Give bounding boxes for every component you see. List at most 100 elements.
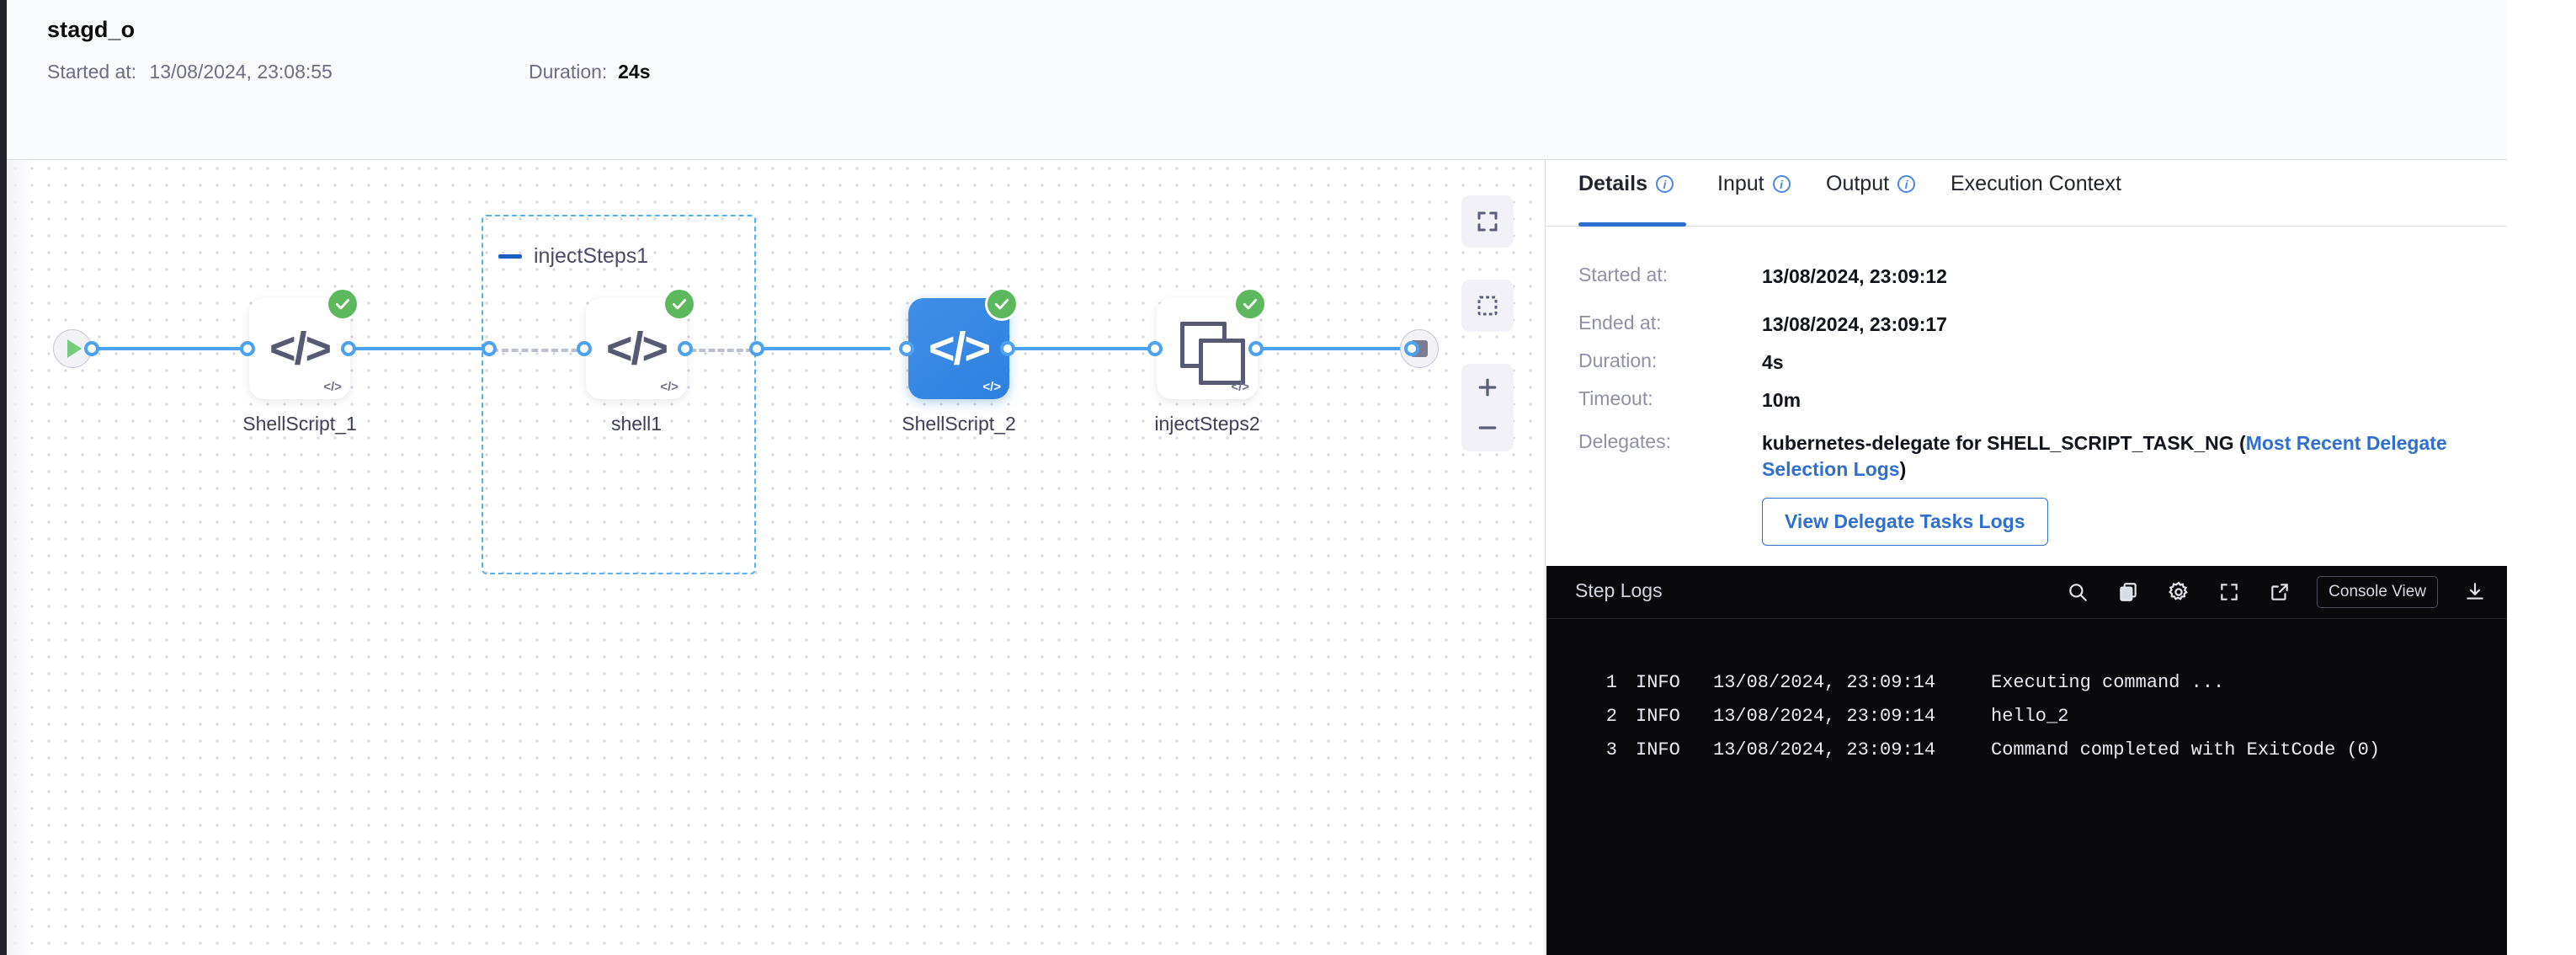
delegates-suffix: ) <box>1899 458 1907 481</box>
step-node-shell1[interactable]: </> </> <box>586 290 694 399</box>
detail-value: 13/08/2024, 23:09:17 <box>1762 313 1947 335</box>
edge-group-out-dashed <box>680 349 753 352</box>
step-logs-panel: Step Logs <box>1546 566 2507 955</box>
step-group-injectsteps1[interactable] <box>482 215 756 574</box>
step-node-injectsteps2[interactable]: </> <box>1157 290 1264 399</box>
info-icon[interactable]: i <box>1772 175 1791 193</box>
detail-label: Ended at: <box>1578 312 1662 333</box>
info-icon[interactable]: i <box>1897 175 1916 193</box>
collapse-icon[interactable] <box>498 254 522 259</box>
port-end-in[interactable] <box>1404 341 1419 356</box>
log-level: INFO <box>1636 672 1680 693</box>
detail-label: Duration: <box>1578 349 1658 371</box>
zoom-in-button[interactable] <box>1462 367 1513 408</box>
port-injectsteps2-in[interactable] <box>1147 341 1163 356</box>
step-label-shell1: shell1 <box>610 413 663 435</box>
port-shell1-out[interactable] <box>678 341 693 356</box>
port-shell1-in[interactable] <box>577 341 592 356</box>
step-node-shellscript-2[interactable]: </> </> <box>908 290 1016 399</box>
port-shellscript1-in[interactable] <box>240 341 255 356</box>
detail-row-started-at: Started at: 13/08/2024, 23:09:12 <box>1578 264 2473 290</box>
detail-value: 10m <box>1762 389 1802 411</box>
log-level: INFO <box>1636 706 1680 727</box>
log-level: INFO <box>1636 739 1680 760</box>
code-icon: </> <box>928 323 991 374</box>
gear-icon[interactable] <box>2165 579 2192 606</box>
log-output[interactable]: 1 INFO 13/08/2024, 23:09:14 Executing co… <box>1546 619 2507 767</box>
copy-icon[interactable] <box>2115 579 2142 606</box>
edge-group-in-dashed <box>492 349 618 352</box>
external-link-icon[interactable] <box>2266 579 2293 606</box>
search-icon[interactable] <box>2064 579 2091 606</box>
tab-details[interactable]: Details i <box>1578 172 1674 196</box>
step-label-shellscript-2: ShellScript_2 <box>902 413 1016 435</box>
zoom-out-button[interactable] <box>1462 408 1513 448</box>
code-icon: </> <box>269 323 332 374</box>
step-logs-toolbar: Step Logs <box>1546 566 2507 619</box>
tab-details-label: Details <box>1578 172 1647 195</box>
duplicate-squares-icon <box>1157 298 1258 399</box>
detail-label: Delegates: <box>1578 430 1671 452</box>
minus-icon <box>1478 426 1497 429</box>
marquee-select-button[interactable] <box>1461 280 1514 332</box>
zoom-controls[interactable] <box>1461 364 1514 451</box>
detail-label: Timeout: <box>1578 387 1653 409</box>
log-message: Executing command ... <box>1991 672 2225 693</box>
step-group-label: injectSteps1 <box>534 244 649 268</box>
port-shellscript2-in[interactable] <box>899 341 914 356</box>
canvas-left-fade <box>7 160 35 955</box>
download-icon[interactable] <box>2462 579 2488 606</box>
detail-row-timeout: Timeout: 10m <box>1578 387 2473 413</box>
log-message: Command completed with ExitCode (0) <box>1991 739 2381 760</box>
view-delegate-tasks-logs-button[interactable]: View Delegate Tasks Logs <box>1762 498 2048 546</box>
console-view-button[interactable]: Console View <box>2317 576 2438 608</box>
duration-value: 24s <box>618 61 651 83</box>
detail-row-duration: Duration: 4s <box>1578 349 2473 376</box>
execution-header: stagd_o Started at: 13/08/2024, 23:08:55… <box>7 0 2507 160</box>
port-group-out[interactable] <box>749 341 764 356</box>
active-tab-underline <box>1578 222 1686 227</box>
code-icon: </> <box>605 323 668 374</box>
step-detail-panel: Details i Input i Output i Execution Con… <box>1546 160 2507 955</box>
detail-label: Started at: <box>1578 264 1669 285</box>
play-icon <box>67 339 82 358</box>
selection-box-icon <box>1477 296 1498 316</box>
started-at-meta: Started at: 13/08/2024, 23:08:55 <box>47 61 333 84</box>
details-section: Started at: 13/08/2024, 23:09:12 Ended a… <box>1546 227 2507 567</box>
fit-to-screen-button[interactable] <box>1461 195 1514 248</box>
port-group-in[interactable] <box>482 341 497 356</box>
tab-execution-context-label: Execution Context <box>1951 172 2121 195</box>
step-logs-title: Step Logs <box>1575 579 1663 601</box>
port-injectsteps2-out[interactable] <box>1248 341 1264 356</box>
detail-row-ended-at: Ended at: 13/08/2024, 23:09:17 <box>1578 312 2473 338</box>
tab-input[interactable]: Input i <box>1717 172 1791 196</box>
log-timestamp: 13/08/2024, 23:09:14 <box>1713 739 1936 760</box>
pipeline-canvas[interactable]: injectSteps1 </> </> <box>7 160 1546 955</box>
tab-execution-context[interactable]: Execution Context <box>1951 172 2121 196</box>
port-shellscript2-out[interactable] <box>1000 341 1015 356</box>
shell-script-type-icon: </> <box>323 380 342 394</box>
delegates-value: kubernetes-delegate for SHELL_SCRIPT_TAS… <box>1762 430 2473 483</box>
started-at-value <box>141 61 146 83</box>
delegate-selection-logs-link[interactable]: Most Recent Delegate Selection Logs <box>1762 432 2447 481</box>
step-group-header[interactable]: injectSteps1 <box>498 244 648 269</box>
left-nav-rail <box>0 0 7 955</box>
duration-meta: Duration: 24s <box>529 61 650 83</box>
port-shellscript1-out[interactable] <box>341 341 356 356</box>
info-icon[interactable]: i <box>1655 175 1674 193</box>
step-node-shellscript-1[interactable]: </> </> <box>249 290 357 399</box>
status-badge-success <box>987 290 1016 318</box>
edge-start-to-shellscript1 <box>88 347 247 350</box>
status-badge-success <box>1236 290 1264 318</box>
delegates-text: kubernetes-delegate for SHELL_SCRIPT_TAS… <box>1762 432 2246 454</box>
tab-output[interactable]: Output i <box>1826 172 1916 196</box>
plus-icon <box>1478 378 1497 397</box>
fullscreen-icon[interactable] <box>2216 579 2243 606</box>
detail-row-delegates: Delegates: kubernetes-delegate for SHELL… <box>1578 430 2473 483</box>
log-line-number: 1 <box>1605 672 1617 693</box>
edge-injectsteps2-to-end <box>1261 347 1421 350</box>
log-line: 1 INFO 13/08/2024, 23:09:14 Executing co… <box>1546 666 2507 700</box>
detail-tabs: Details i Input i Output i Execution Con… <box>1546 160 2507 227</box>
port-start-out[interactable] <box>84 341 99 356</box>
shell-script-type-icon: </> <box>982 380 1001 394</box>
